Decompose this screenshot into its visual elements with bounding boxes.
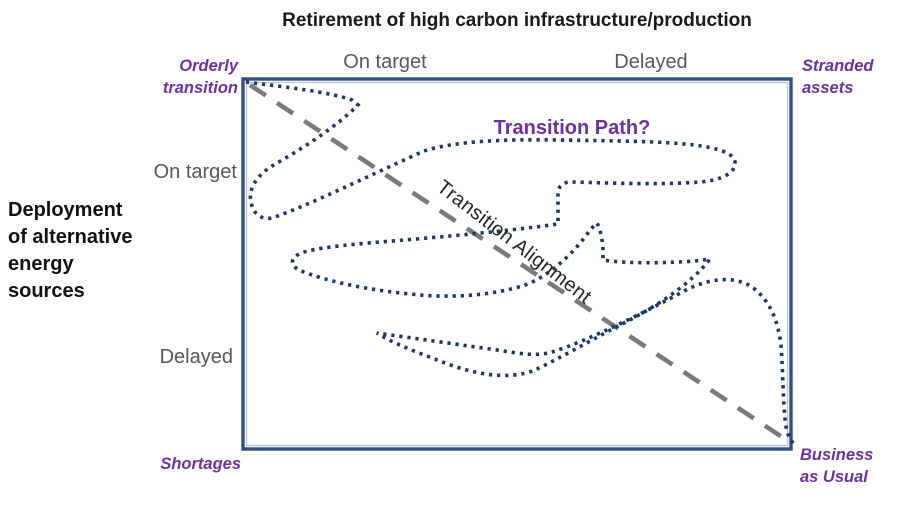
x-axis-label-on-target: On target <box>343 51 427 73</box>
corner-label-business-as-usual: Business as Usual <box>800 446 874 486</box>
corner-label-shortages: Shortages <box>160 455 241 473</box>
corner-label-orderly-transition: Orderly transition <box>162 57 238 97</box>
y-axis-title: Deployment of alternative energy sources <box>8 199 133 302</box>
transition-path-scribble <box>245 80 796 446</box>
corner-label-stranded-assets: Stranded assets <box>802 57 874 97</box>
page-title: Retirement of high carbon infrastructure… <box>282 10 752 31</box>
y-axis-label-on-target: On target <box>153 161 237 183</box>
x-axis-label-delayed: Delayed <box>614 51 688 73</box>
y-axis-label-delayed: Delayed <box>159 346 233 368</box>
transition-alignment-line <box>248 83 790 443</box>
quadrant-box-inner-highlight <box>245 81 789 447</box>
transition-path-label: Transition Path? <box>493 117 651 139</box>
